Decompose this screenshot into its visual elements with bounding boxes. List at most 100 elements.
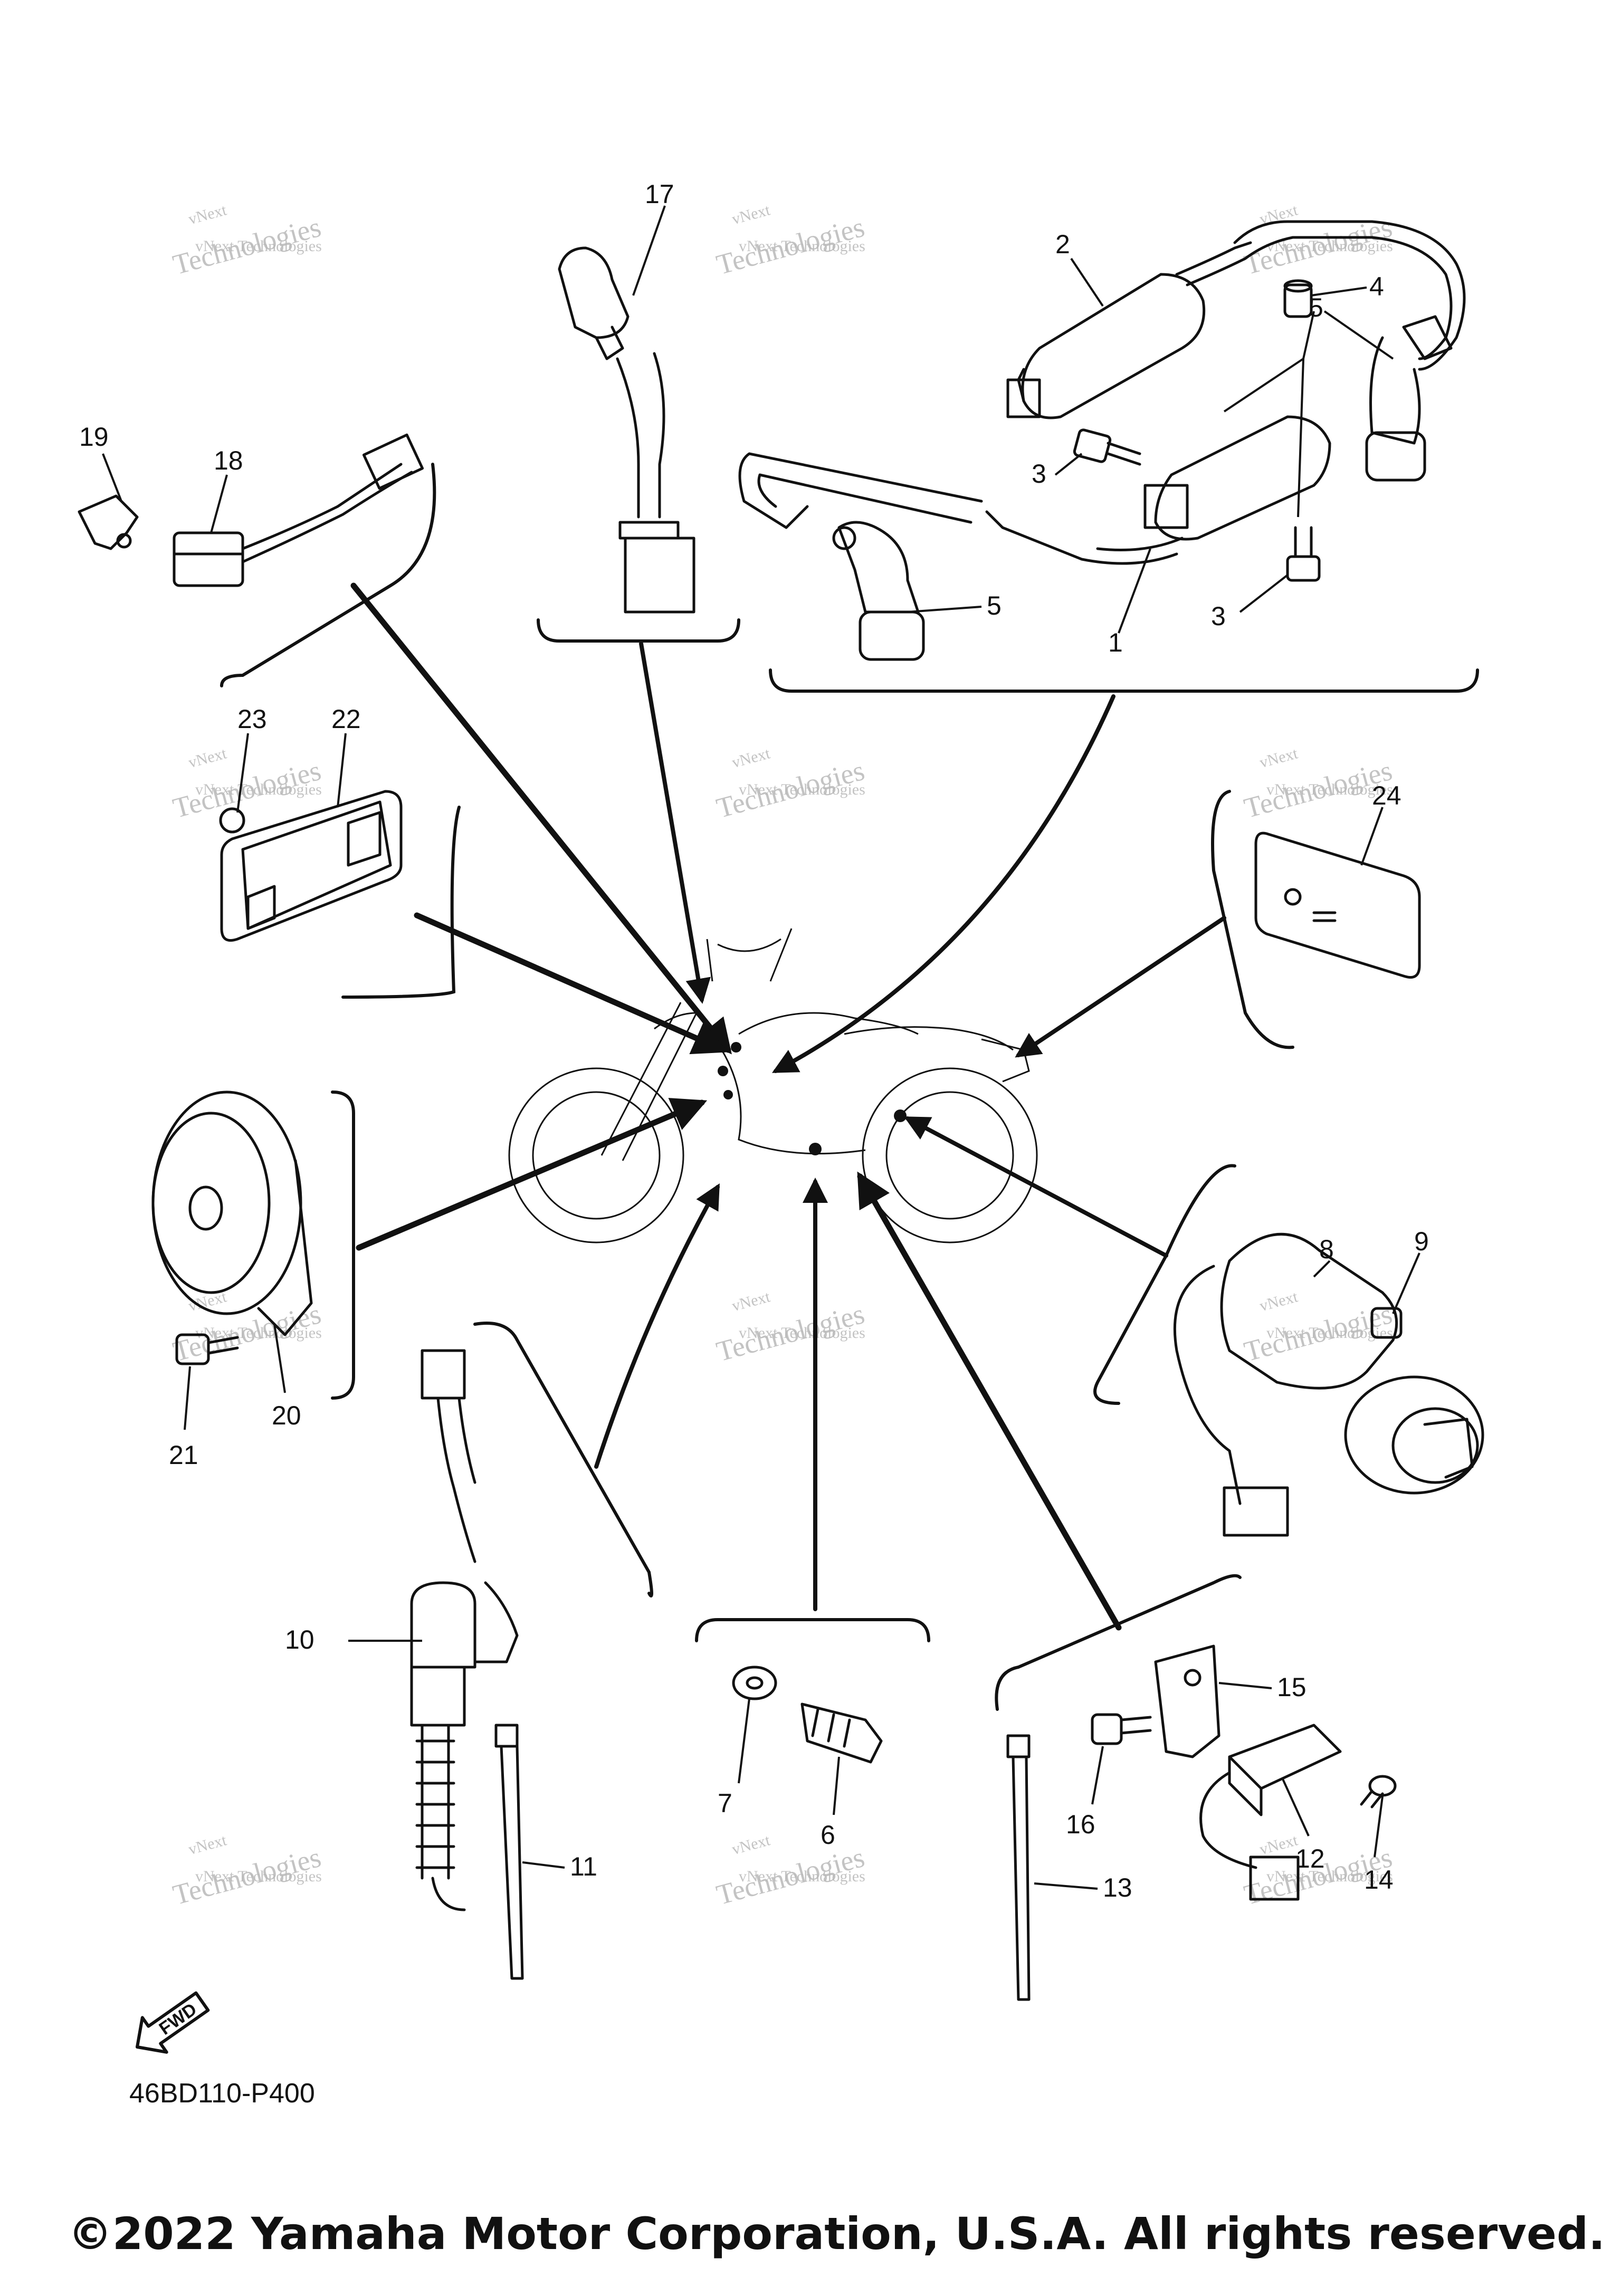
- part-18-relay: [173, 433, 424, 587]
- svg-text:vNext Technologies: vNext Technologies: [195, 781, 322, 798]
- bracket-20-21: [331, 1090, 355, 1400]
- callout-22: 22: [331, 704, 361, 734]
- part-22-reflector: [220, 790, 403, 942]
- callout-6: 6: [821, 1820, 835, 1850]
- part-5-plug-cap-right: [1365, 220, 1466, 482]
- callout-16: 16: [1066, 1810, 1095, 1839]
- callout-14: 14: [1364, 1865, 1394, 1895]
- part-2-ignition-coil: [1006, 220, 1374, 419]
- part-7-washer: [732, 1666, 777, 1700]
- part-15-bracket: [1154, 1644, 1220, 1758]
- callout-3-lower: 3: [1211, 601, 1226, 631]
- part-12-relay: [1199, 1724, 1342, 1901]
- callout-7: 7: [718, 1788, 732, 1818]
- part-17-switch: [558, 246, 695, 614]
- part-4-collar: [1283, 279, 1313, 318]
- svg-text:vNext: vNext: [186, 744, 228, 771]
- fwd-arrow-icon: FWD: [136, 1991, 210, 2054]
- rear-fender: [981, 1038, 1030, 1083]
- callout-12: 12: [1295, 1844, 1325, 1873]
- svg-text:vNext Technologies: vNext Technologies: [1266, 237, 1393, 255]
- svg-text:vNext: vNext: [1257, 1831, 1300, 1858]
- leader-lines: [102, 205, 1420, 1890]
- callout-10: 10: [285, 1625, 314, 1654]
- part-13-cable-tie: [1006, 1734, 1031, 2001]
- group-brackets: [220, 463, 1479, 1711]
- part-19-clip: [78, 494, 139, 550]
- callout-5-right: 5: [1309, 293, 1323, 322]
- part-20-horn: [151, 1090, 313, 1336]
- watermark: Technologies vNext vNext Technologies: [1241, 201, 1395, 281]
- svg-text:vNext Technologies: vNext Technologies: [739, 781, 865, 798]
- watermark: Technologies vNext vNext Technologies: [713, 744, 867, 824]
- bracket-1-5: [769, 668, 1479, 693]
- svg-text:vNext Technologies: vNext Technologies: [739, 1868, 865, 1885]
- svg-text:vNext Technologies: vNext Technologies: [1266, 1868, 1393, 1885]
- rear-wheel: [862, 1067, 1038, 1243]
- part-9-bolt: [1370, 1307, 1403, 1339]
- bracket-17: [537, 618, 740, 643]
- part-1-ignition-coil: [738, 415, 1331, 565]
- svg-text:vNext: vNext: [730, 201, 772, 228]
- part-23-nut: [219, 807, 245, 834]
- part-16-bolt: [1091, 1713, 1152, 1745]
- front-wheel: [508, 1067, 684, 1243]
- svg-text:vNext Technologies: vNext Technologies: [195, 1324, 322, 1342]
- part-3-bolt-upper: [1073, 428, 1141, 466]
- callout-8: 8: [1319, 1235, 1334, 1264]
- watermark: Technologies vNext vNext Technologies: [169, 744, 324, 824]
- bracket-12-16: [995, 1574, 1242, 1711]
- svg-text:vNext: vNext: [730, 1831, 772, 1858]
- bracket-6-7: [695, 1618, 930, 1642]
- svg-text:vNext: vNext: [1257, 1288, 1300, 1315]
- watermark: Technologies vNext vNext Technologies: [713, 1288, 867, 1367]
- callout-17: 17: [645, 179, 674, 209]
- callout-21: 21: [169, 1440, 198, 1470]
- svg-text:vNext: vNext: [1257, 744, 1300, 771]
- seat: [844, 1026, 1014, 1051]
- bracket-10-11: [473, 1322, 653, 1597]
- part-10-sensor: [410, 1349, 519, 1911]
- callout-9: 9: [1414, 1227, 1429, 1256]
- pointer-lines: [350, 582, 1226, 1631]
- callout-13: 13: [1103, 1873, 1132, 1902]
- callout-5-left: 5: [987, 591, 1002, 620]
- callout-23: 23: [237, 704, 267, 734]
- svg-text:vNext Technologies: vNext Technologies: [739, 237, 865, 255]
- motorcycle-markers: [718, 1042, 907, 1155]
- drawing-code: 46BD110-P400: [129, 2078, 315, 2109]
- part-11-cable-tie: [494, 1724, 524, 1980]
- handlebar: [706, 928, 793, 982]
- part-5-plug-cap-left: [832, 521, 925, 661]
- svg-text:vNext: vNext: [186, 1831, 228, 1858]
- watermark: Technologies vNext vNext Technologies: [713, 1831, 867, 1911]
- part-3-bolt-lower: [1286, 526, 1321, 582]
- svg-text:vNext Technologies: vNext Technologies: [195, 1868, 322, 1885]
- svg-text:vNext Technologies: vNext Technologies: [195, 237, 322, 255]
- watermark: Technologies vNext vNext Technologies: [169, 201, 324, 281]
- watermarks: Technologies vNext vNext Technologies Te…: [169, 201, 1395, 1911]
- callout-15: 15: [1277, 1672, 1307, 1702]
- callout-11: 11: [570, 1852, 597, 1881]
- callout-20: 20: [272, 1401, 301, 1430]
- motorcycle-outline: [508, 928, 1038, 1243]
- part-6-neutral-switch: [800, 1702, 883, 1764]
- callout-2: 2: [1055, 229, 1070, 259]
- part-21-bolt: [175, 1333, 239, 1365]
- frame: [706, 1028, 866, 1155]
- callout-1: 1: [1108, 628, 1123, 657]
- svg-text:vNext Technologies: vNext Technologies: [1266, 781, 1393, 798]
- svg-text:vNext: vNext: [730, 1288, 772, 1315]
- svg-text:vNext Technologies: vNext Technologies: [739, 1324, 865, 1342]
- bracket-24: [1211, 790, 1294, 1049]
- callout-24: 24: [1372, 781, 1401, 810]
- bracket-8-9: [1093, 1164, 1236, 1405]
- svg-text:vNext: vNext: [186, 201, 228, 228]
- bracket-22-23: [341, 806, 461, 999]
- callout-4: 4: [1369, 272, 1384, 301]
- bracket-18-19: [220, 463, 436, 687]
- part-14-screw: [1360, 1775, 1397, 1809]
- callout-3-upper: 3: [1032, 459, 1046, 489]
- callout-19: 19: [79, 422, 109, 452]
